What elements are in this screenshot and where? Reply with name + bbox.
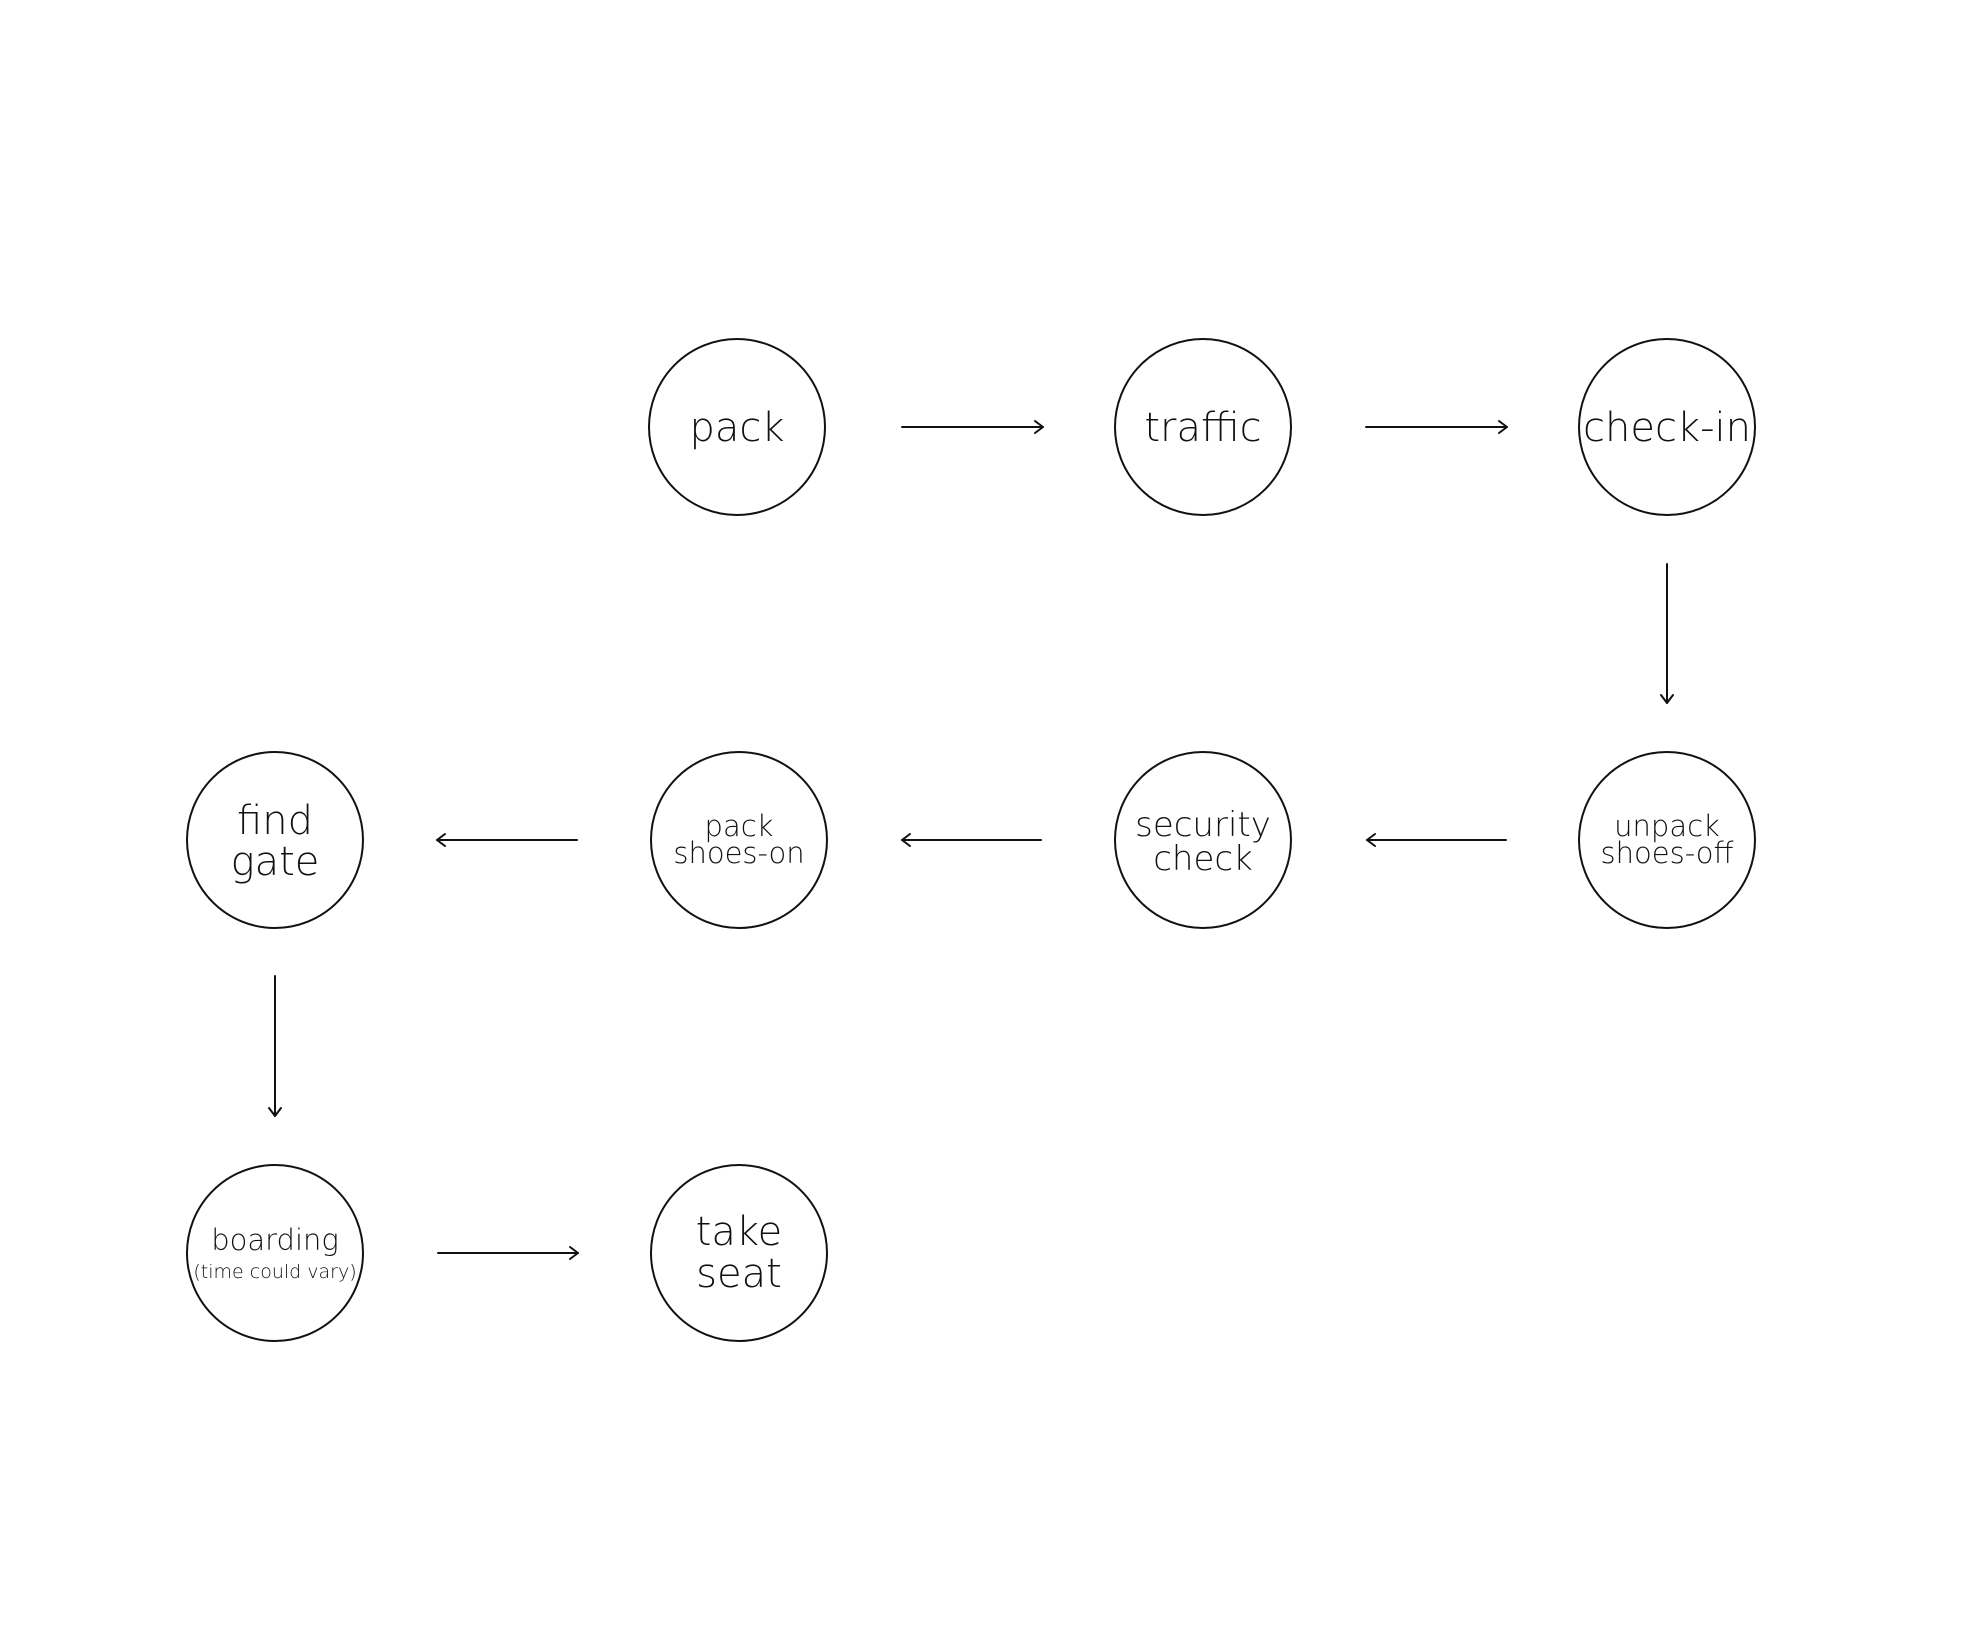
arrow-find-gate-to-boarding — [268, 975, 282, 1117]
arrow-traffic-to-check-in — [1365, 420, 1508, 434]
node-take-seat: take seat — [650, 1164, 828, 1342]
node-pack-shoes-label-line2: shoes-on — [673, 836, 804, 870]
node-pack-shoes-label-line1: pack — [705, 809, 774, 843]
node-security-check: security check — [1114, 751, 1292, 929]
node-pack: pack — [648, 338, 826, 516]
node-check-in: check-in — [1578, 338, 1756, 516]
node-traffic: traffic — [1114, 338, 1292, 516]
node-find-gate-label-line1: find — [237, 798, 313, 844]
node-unpack-label-line1: unpack — [1614, 809, 1720, 843]
node-security-label-line2: check — [1153, 839, 1253, 879]
arrow-boarding-to-take-seat — [437, 1246, 579, 1260]
arrow-pack-shoes-to-find-gate — [436, 833, 578, 847]
arrow-check-in-to-unpack — [1660, 563, 1674, 704]
node-traffic-label: traffic — [1144, 405, 1261, 451]
node-pack-shoes-on: pack shoes-on — [650, 751, 828, 929]
node-unpack-label-line2: shoes-off — [1601, 836, 1734, 870]
node-security-label-line1: security — [1135, 805, 1271, 845]
node-boarding-label: boarding — [211, 1223, 339, 1257]
node-take-seat-label-line2: seat — [696, 1251, 782, 1297]
node-pack-label: pack — [689, 405, 784, 451]
node-check-in-label: check-in — [1583, 405, 1751, 451]
node-unpack-shoes-off: unpack shoes-off — [1578, 751, 1756, 929]
node-find-gate: find gate — [186, 751, 364, 929]
node-boarding: boarding (time could vary) — [186, 1164, 364, 1342]
node-take-seat-label-line1: take — [696, 1209, 783, 1255]
arrow-pack-to-traffic — [901, 420, 1044, 434]
node-find-gate-label-line2: gate — [231, 839, 320, 885]
arrow-security-to-pack-shoes — [901, 833, 1042, 847]
arrow-unpack-to-security — [1366, 833, 1507, 847]
node-boarding-note: (time could vary) — [193, 1261, 356, 1283]
